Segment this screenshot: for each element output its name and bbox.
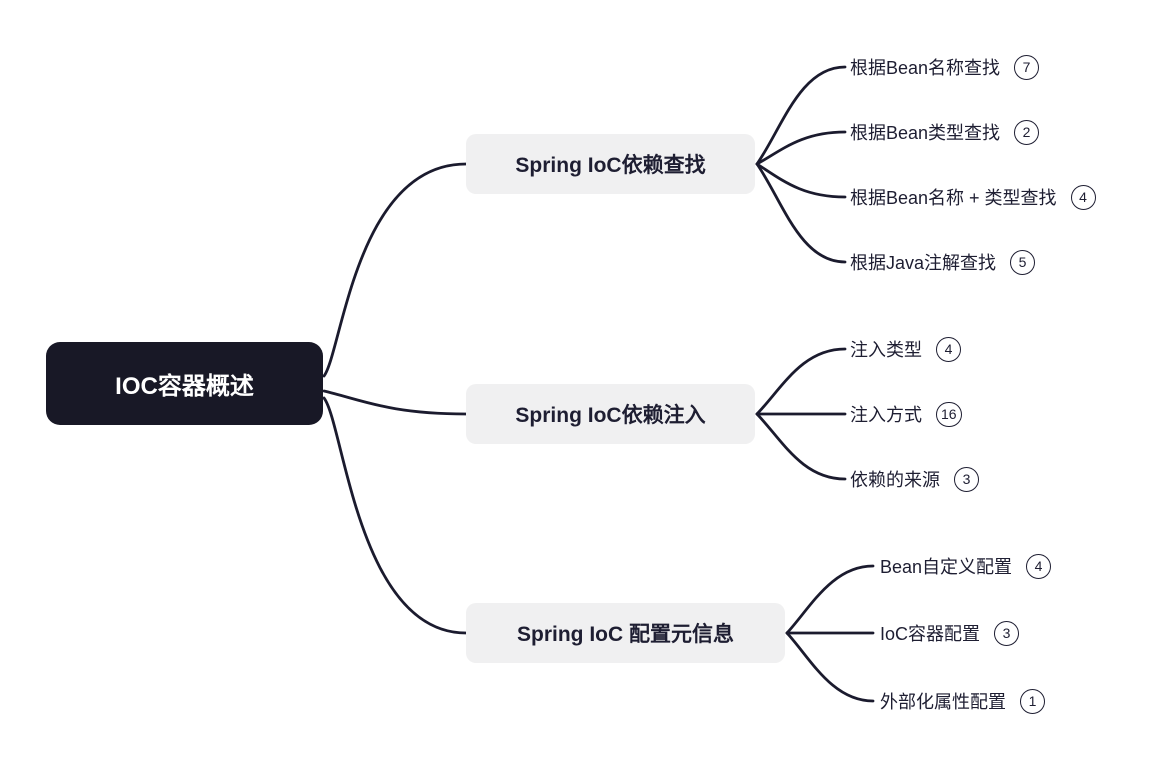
count-badge: 4 <box>936 336 961 362</box>
branch-node-dependency-lookup[interactable]: Spring IoC依赖查找 <box>466 134 755 194</box>
leaf-label: 根据Bean名称查找 <box>850 58 1001 78</box>
root-node-ioc-container-overview[interactable]: IOC容器概述 <box>46 342 323 425</box>
leaf-node-bean-custom-configuration[interactable]: Bean自定义配置 4 <box>880 553 1052 579</box>
leaf-label: 根据Java注解查找 <box>850 253 997 273</box>
branch-node-configuration-metadata[interactable]: Spring IoC 配置元信息 <box>466 603 785 663</box>
leaf-node-injection-methods[interactable]: 注入方式 16 <box>850 401 962 427</box>
count-badge: 1 <box>1020 688 1045 714</box>
leaf-node-lookup-by-java-annotation[interactable]: 根据Java注解查找 5 <box>850 249 1036 275</box>
leaf-node-lookup-by-bean-name[interactable]: 根据Bean名称查找 7 <box>850 54 1040 80</box>
branch-node-label: Spring IoC依赖查找 <box>515 154 706 177</box>
count-badge: 7 <box>1014 54 1040 80</box>
leaf-label: 外部化属性配置 <box>880 692 1006 712</box>
connector-line <box>322 162 468 378</box>
count-badge: 4 <box>1026 553 1052 579</box>
count-badge: 5 <box>1010 249 1036 275</box>
connector-line <box>322 389 468 416</box>
leaf-label: 依赖的来源 <box>850 470 940 490</box>
branch-node-label: Spring IoC依赖注入 <box>515 404 706 427</box>
branch-node-label: Spring IoC 配置元信息 <box>517 623 734 646</box>
leaf-label: 注入方式 <box>850 405 922 425</box>
count-badge: 3 <box>994 620 1020 646</box>
count-badge: 16 <box>936 401 962 427</box>
connector-line <box>785 631 875 703</box>
connector-line <box>755 347 847 416</box>
count-badge: 4 <box>1070 184 1096 210</box>
leaf-node-lookup-by-bean-type[interactable]: 根据Bean类型查找 2 <box>850 119 1040 145</box>
connector-line <box>755 162 847 199</box>
connector-line <box>322 396 468 635</box>
branch-node-dependency-injection[interactable]: Spring IoC依赖注入 <box>466 384 755 444</box>
count-badge: 2 <box>1014 119 1040 145</box>
leaf-label: IoC容器配置 <box>880 624 981 644</box>
connector-line <box>755 65 847 166</box>
leaf-label: 注入类型 <box>850 340 922 360</box>
leaf-node-dependency-sources[interactable]: 依赖的来源 3 <box>850 466 979 492</box>
leaf-label: 根据Bean类型查找 <box>850 123 1001 143</box>
count-badge: 3 <box>954 466 979 492</box>
connector-line <box>755 412 847 481</box>
leaf-label: Bean自定义配置 <box>880 557 1013 577</box>
leaf-label: 根据Bean名称 + 类型查找 <box>850 188 1057 208</box>
leaf-node-ioc-container-configuration[interactable]: IoC容器配置 3 <box>880 620 1020 646</box>
leaf-node-externalized-property-configuration[interactable]: 外部化属性配置 1 <box>880 688 1045 714</box>
connector-line <box>785 564 875 635</box>
connector-line <box>755 130 847 166</box>
leaf-node-injection-types[interactable]: 注入类型 4 <box>850 336 961 362</box>
leaf-node-lookup-by-name-plus-type[interactable]: 根据Bean名称 + 类型查找 4 <box>850 184 1096 210</box>
connector-line <box>755 162 847 264</box>
root-node-label: IOC容器概述 <box>115 373 254 400</box>
